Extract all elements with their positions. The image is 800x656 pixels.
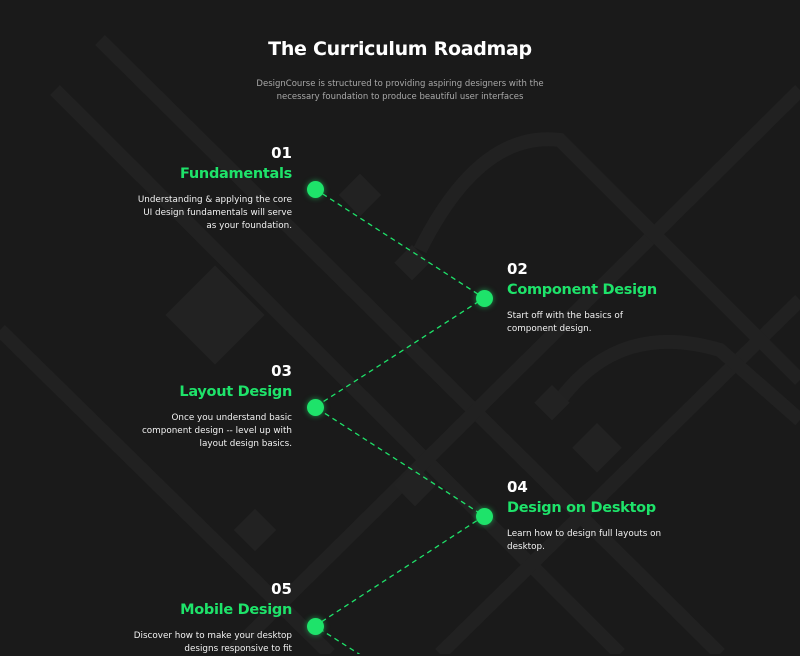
step-name: Design on Desktop bbox=[507, 500, 656, 516]
step-4-dot bbox=[476, 508, 493, 525]
step-1-dot bbox=[307, 181, 324, 198]
step-name: Component Design bbox=[507, 282, 657, 298]
step-name: Mobile Design bbox=[180, 602, 292, 618]
step-number: 05 bbox=[271, 580, 292, 598]
step-mobile-design: 05 Mobile Design Discover how to make yo… bbox=[92, 580, 293, 656]
page-subtitle: DesignCourse is structured to providing … bbox=[256, 79, 544, 102]
step-number: 03 bbox=[271, 362, 292, 380]
step-description: Once you understand basic component desi… bbox=[141, 413, 292, 449]
step-number: 02 bbox=[507, 260, 528, 278]
step-2-dot bbox=[476, 290, 493, 307]
step-layout-design: 03 Layout Design Once you understand bas… bbox=[92, 362, 292, 451]
step-name: Layout Design bbox=[179, 384, 292, 400]
step-name: Fundamentals bbox=[180, 166, 292, 182]
step-description: Start off with the basics of component d… bbox=[507, 311, 623, 334]
step-description: Understanding & applying the core UI des… bbox=[137, 195, 292, 231]
step-design-on-desktop: 04 Design on Desktop Learn how to design… bbox=[507, 478, 707, 554]
step-description: Discover how to make your desktop design… bbox=[133, 631, 292, 654]
step-3-dot bbox=[307, 399, 324, 416]
page-title: The Curriculum Roadmap bbox=[268, 38, 532, 60]
step-description: Learn how to design full layouts on desk… bbox=[507, 529, 662, 552]
step-5-dot bbox=[307, 618, 324, 635]
step-number: 04 bbox=[507, 478, 528, 496]
step-fundamentals: 01 Fundamentals Understanding & applying… bbox=[92, 144, 292, 233]
step-component-design: 02 Component Design Start off with the b… bbox=[507, 260, 707, 336]
step-number: 01 bbox=[271, 144, 292, 162]
